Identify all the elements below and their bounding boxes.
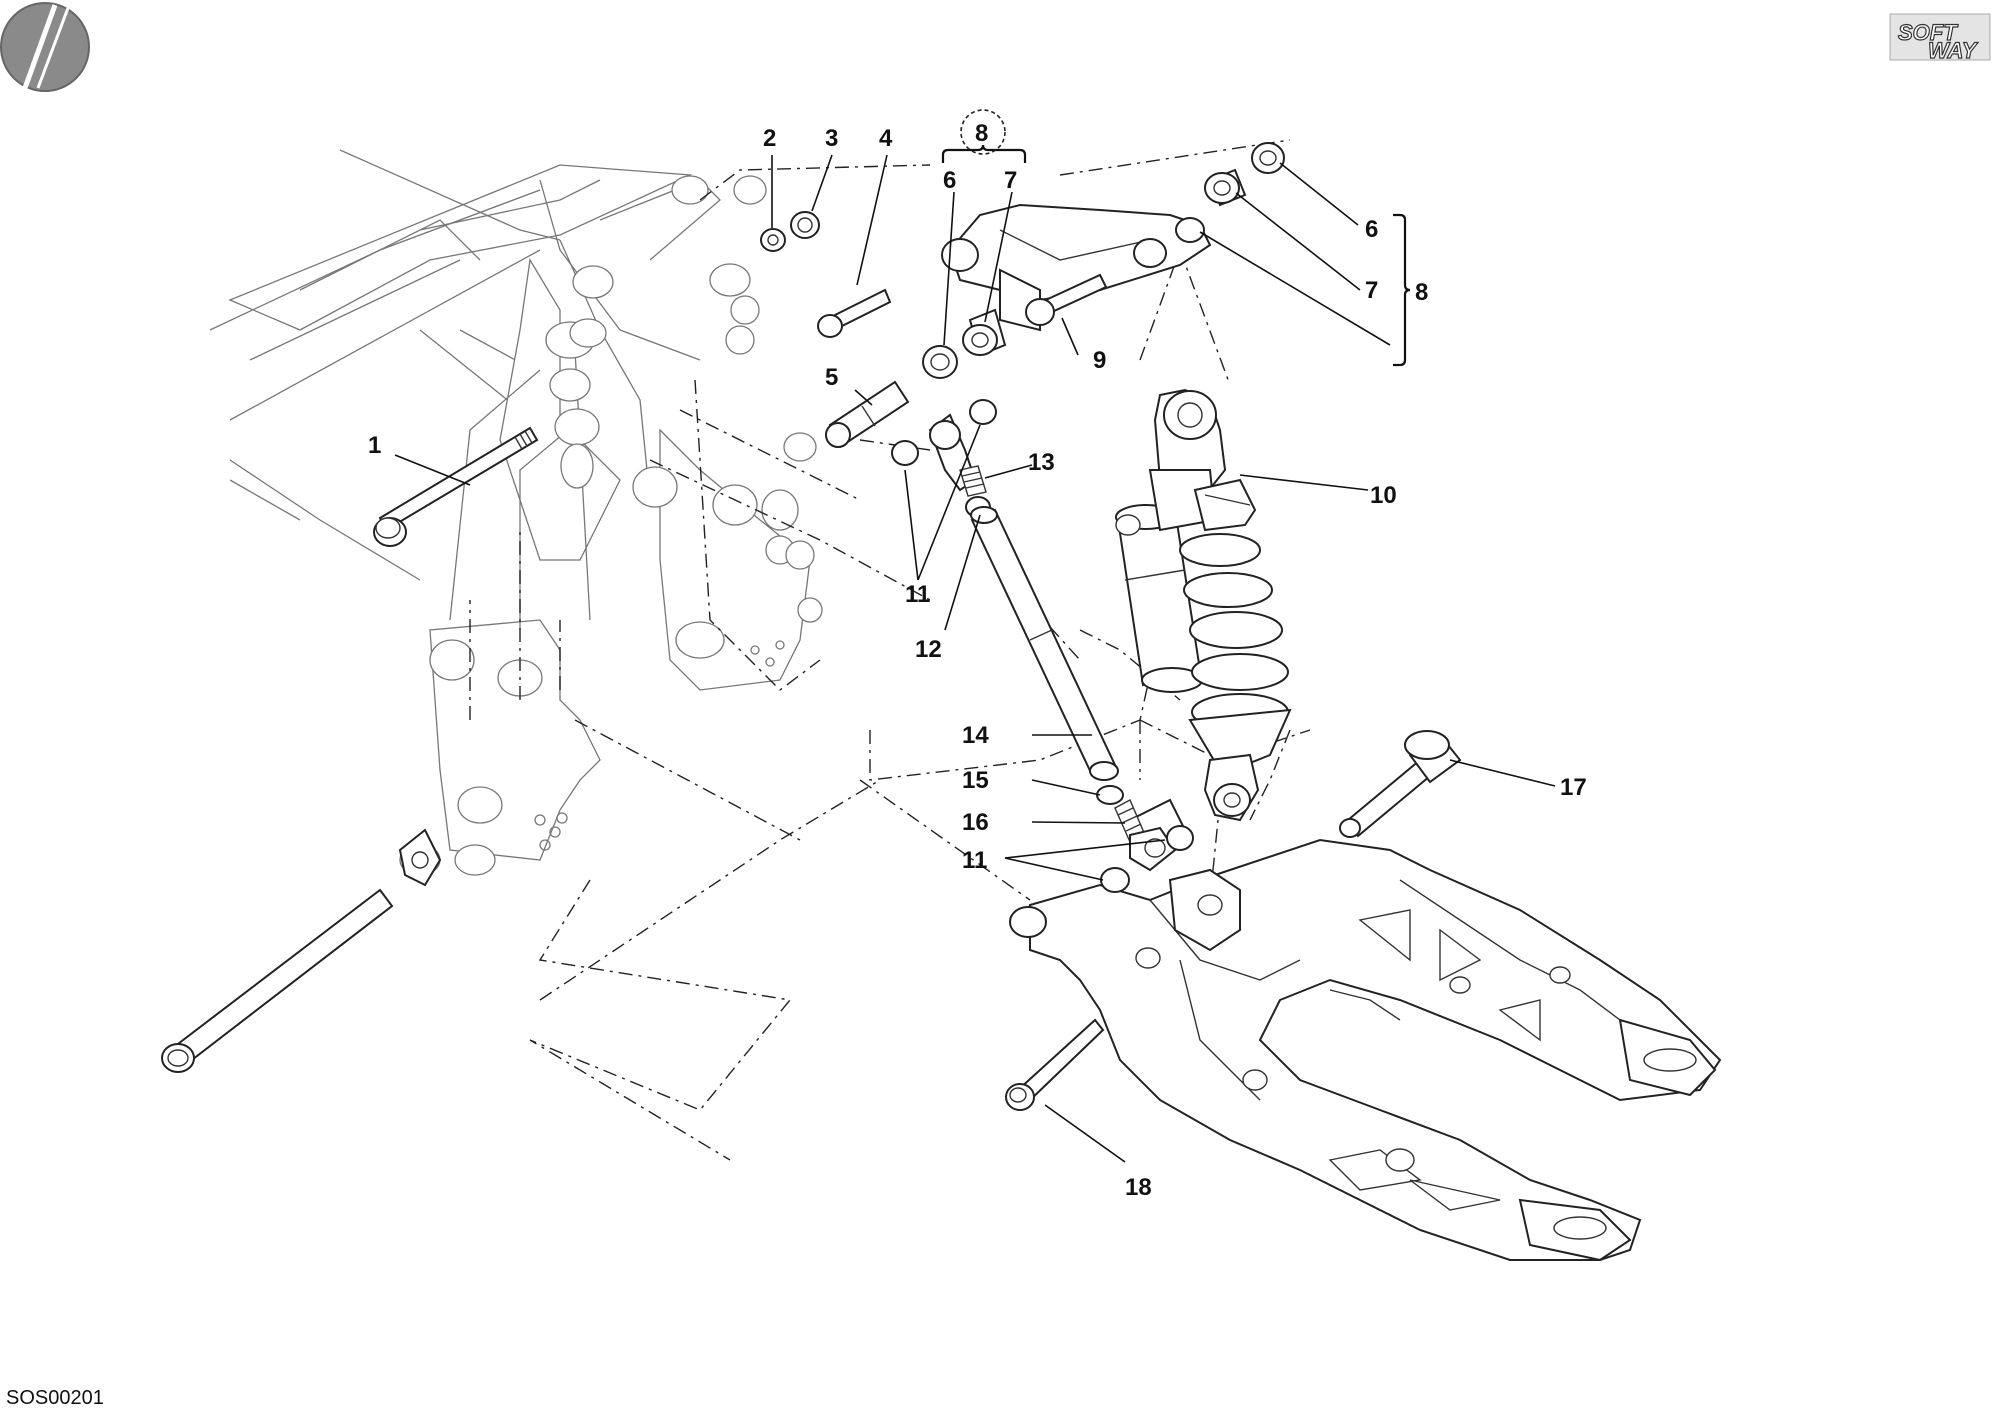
softway-logo: SOFT WAY <box>1889 13 1991 64</box>
callout-14: 14 <box>962 722 989 749</box>
pivot-plate <box>398 828 442 887</box>
callout-12: 12 <box>915 636 942 663</box>
drawing-code: SOS00201 <box>6 1387 104 1409</box>
part-2-washer <box>760 228 786 252</box>
part-7-bearing-left <box>962 308 1007 357</box>
callout-18: 18 <box>1125 1174 1152 1201</box>
callout-3: 3 <box>825 125 838 152</box>
part-15-nut <box>1096 785 1124 805</box>
part-18-bolt <box>1005 1018 1105 1111</box>
swingarm <box>1009 798 1722 1262</box>
svg-text:SOFT: SOFT <box>1898 20 1958 45</box>
callout-15: 15 <box>962 767 989 794</box>
callout-4: 4 <box>879 125 893 152</box>
frame-ghost <box>209 149 823 876</box>
part-1-bolt <box>373 426 539 547</box>
callout-2: 2 <box>763 125 776 152</box>
callout-11-upper: 11 <box>905 581 930 608</box>
callout-10: 10 <box>1370 482 1397 509</box>
callout-6-top: 6 <box>943 167 956 194</box>
part-17-bolt <box>1339 730 1462 838</box>
part-6-ring-left <box>922 345 958 379</box>
part-16-lower-rod-end <box>1114 799 1177 872</box>
callout-17: 17 <box>1560 774 1587 801</box>
callout-11-lower: 11 <box>962 847 987 874</box>
callout-8-right: 8 <box>1415 279 1428 306</box>
leader-lines <box>394 154 1556 1163</box>
part-14-tie-rod <box>970 506 1119 781</box>
part-4-pin-bolt <box>817 288 892 338</box>
bracket-top <box>941 109 1027 163</box>
svg-text:WAY: WAY <box>1928 38 1979 63</box>
part-9-bolt <box>1025 273 1108 326</box>
part-6-ring-right <box>1251 142 1285 174</box>
part-11-bush-lower <box>1100 825 1194 893</box>
callout-13: 13 <box>1028 449 1055 476</box>
callout-6-right: 6 <box>1365 216 1378 243</box>
part-10-shock-absorber <box>1115 388 1292 822</box>
part-3-bush <box>790 211 820 239</box>
bracket-right <box>1393 213 1411 367</box>
callout-7-top: 7 <box>1004 167 1017 194</box>
corner-badge-icon <box>0 2 90 92</box>
callout-labels: 1 2 3 4 5 8 6 7 9 6 7 8 10 13 11 12 14 1… <box>368 120 1587 1201</box>
callout-9: 9 <box>1093 347 1106 374</box>
callout-16: 16 <box>962 809 989 836</box>
callout-7-right: 7 <box>1365 277 1378 304</box>
part-5-spacer <box>825 380 910 448</box>
callout-1: 1 <box>368 432 381 459</box>
part-13-threaded-stud <box>959 465 987 497</box>
part-11-bush-upper <box>891 399 997 466</box>
callout-8-top: 8 <box>975 120 988 147</box>
part-7-bearing-right <box>1204 168 1247 207</box>
pivot-shaft <box>161 888 394 1073</box>
rocker-linkage <box>941 203 1212 332</box>
callout-5: 5 <box>825 364 838 391</box>
